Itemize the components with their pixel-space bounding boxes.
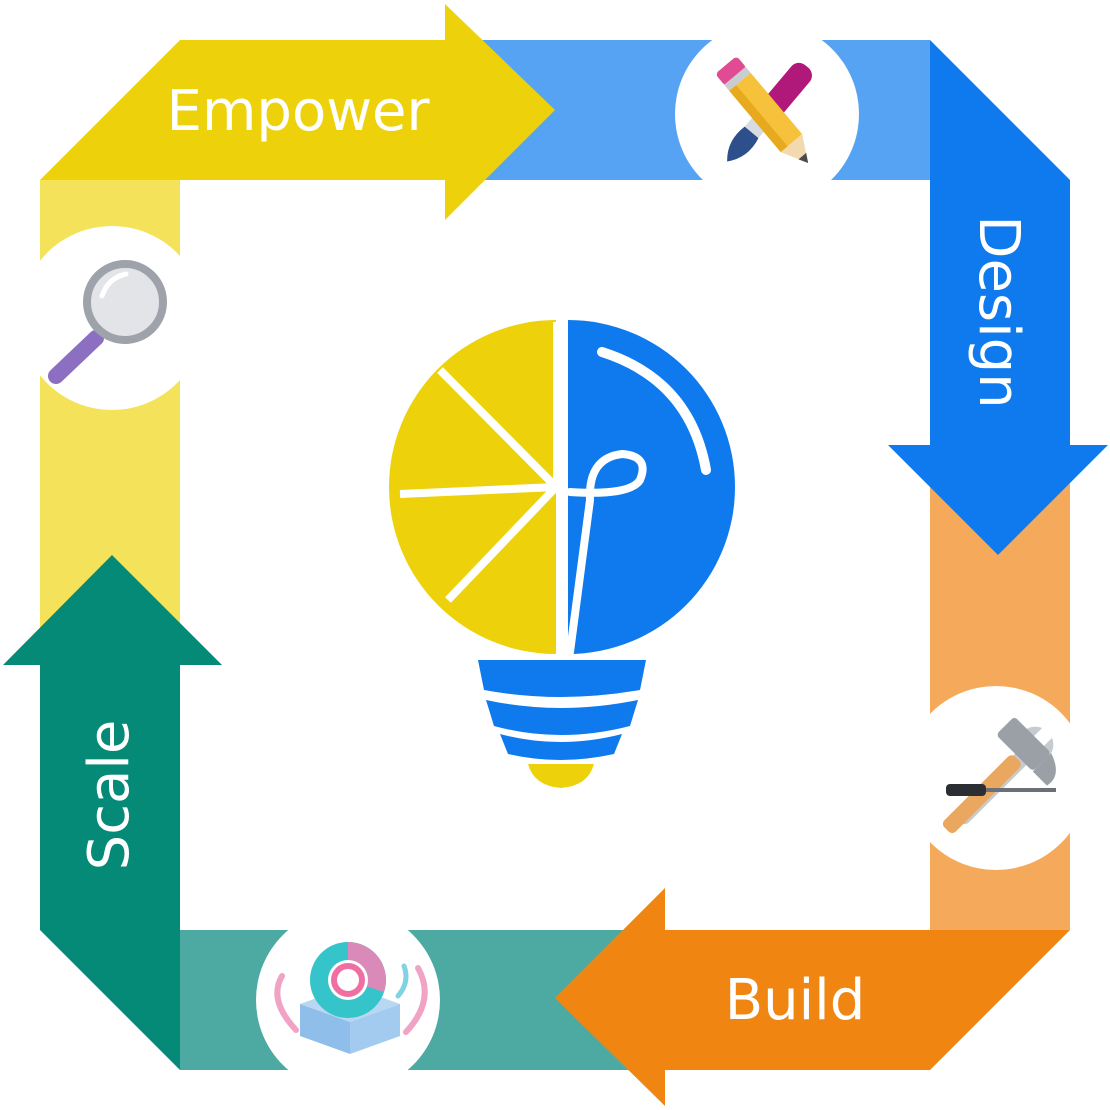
magnifier-icon [20,226,204,410]
design-label: Design [966,215,1031,408]
scale-arrow [3,555,222,1070]
scale-label: Scale [77,720,142,871]
pencil-brush-icon [675,22,859,206]
build-arrow [555,888,1070,1106]
tools-icon [904,686,1088,870]
empower-arrow [40,4,555,220]
design-arrow [888,40,1108,555]
empower-label: Empower [166,79,430,144]
lightbulb-icon [389,318,735,788]
build-label: Build [725,968,866,1033]
chart-box-icon [256,908,440,1092]
